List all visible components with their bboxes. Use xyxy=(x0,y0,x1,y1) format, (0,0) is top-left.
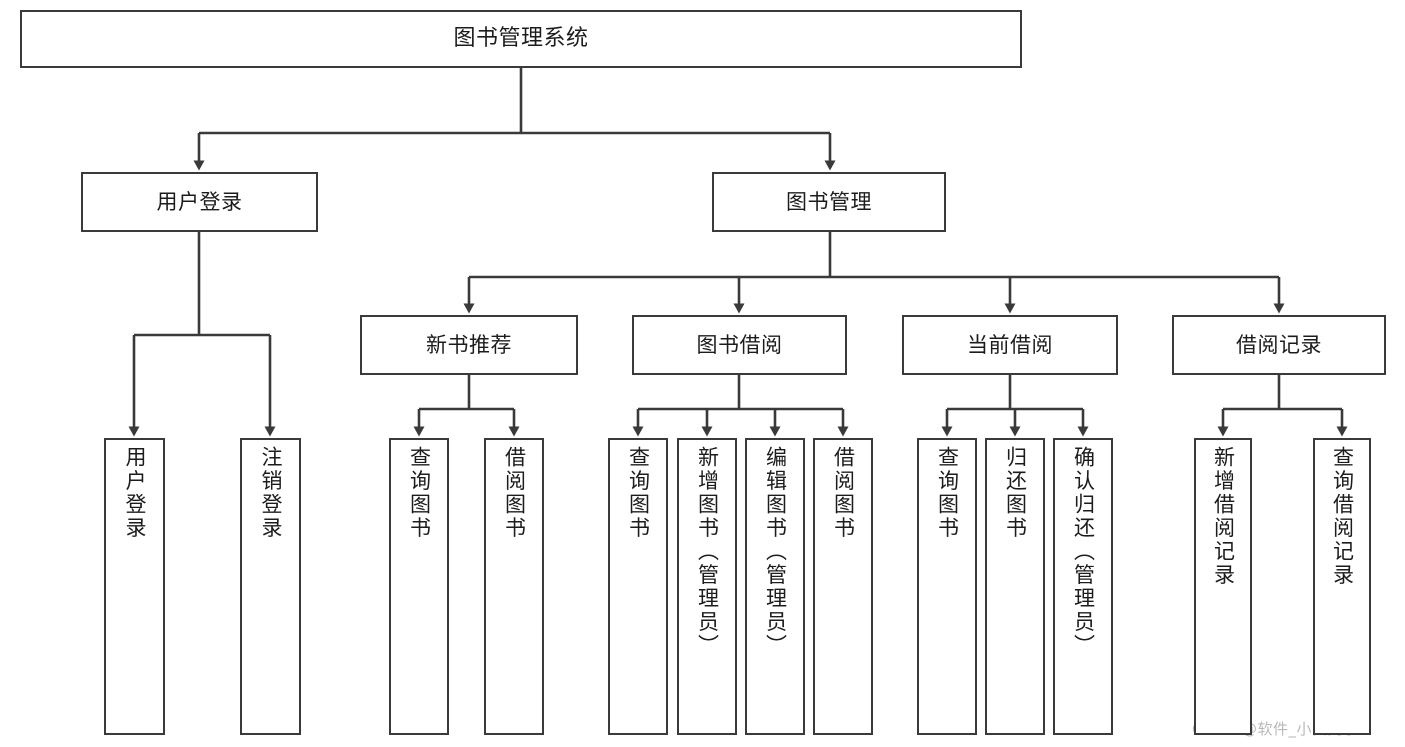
node-current-borrow[interactable]: 当前借阅 xyxy=(902,315,1118,375)
node-label: 编辑图书（管理员） xyxy=(763,446,788,658)
node-label: 图书借阅 xyxy=(696,332,783,357)
node-book-management[interactable]: 图书管理 xyxy=(712,172,946,232)
node-leaf-add-book[interactable]: 新增图书（管理员） xyxy=(677,438,737,735)
node-label: 借阅记录 xyxy=(1236,332,1322,357)
node-leaf-borrow-book-2[interactable]: 借阅图书 xyxy=(813,438,873,735)
node-label: 查询图书 xyxy=(626,446,651,540)
node-new-book-recommend[interactable]: 新书推荐 xyxy=(360,315,578,375)
node-label: 确认归还（管理员） xyxy=(1071,446,1096,658)
node-label: 图书管理 xyxy=(786,189,872,214)
node-leaf-return-book[interactable]: 归还图书 xyxy=(985,438,1045,735)
node-label: 借阅图书 xyxy=(502,446,527,540)
node-label: 用户登录 xyxy=(156,189,243,214)
node-label: 新增借阅记录 xyxy=(1211,446,1236,587)
node-leaf-logout-login[interactable]: 注销登录 xyxy=(240,438,301,735)
node-leaf-query-book-3[interactable]: 查询图书 xyxy=(917,438,977,735)
node-leaf-confirm-return[interactable]: 确认归还（管理员） xyxy=(1053,438,1113,735)
node-label: 查询图书 xyxy=(935,446,960,540)
node-label: 用户登录 xyxy=(123,446,147,540)
node-book-borrow[interactable]: 图书借阅 xyxy=(632,315,847,375)
node-label: 借阅图书 xyxy=(831,446,856,540)
node-label: 归还图书 xyxy=(1003,446,1028,540)
node-label: 当前借阅 xyxy=(967,332,1053,357)
node-label: 查询借阅记录 xyxy=(1330,446,1355,587)
node-label: 注销登录 xyxy=(259,446,283,540)
node-label: 新增图书（管理员） xyxy=(695,446,720,658)
node-leaf-borrow-book-1[interactable]: 借阅图书 xyxy=(484,438,544,735)
node-root-system[interactable]: 图书管理系统 xyxy=(20,10,1022,68)
node-label: 查询图书 xyxy=(407,446,432,540)
node-label: 新书推荐 xyxy=(426,332,512,357)
node-label: 图书管理系统 xyxy=(453,26,589,52)
node-leaf-query-book-2[interactable]: 查询图书 xyxy=(608,438,668,735)
node-leaf-edit-book[interactable]: 编辑图书（管理员） xyxy=(745,438,805,735)
node-user-login[interactable]: 用户登录 xyxy=(81,172,318,232)
node-borrow-record[interactable]: 借阅记录 xyxy=(1172,315,1386,375)
node-leaf-user-login[interactable]: 用户登录 xyxy=(104,438,165,735)
node-leaf-query-book-1[interactable]: 查询图书 xyxy=(389,438,449,735)
node-leaf-add-record[interactable]: 新增借阅记录 xyxy=(1194,438,1252,735)
node-leaf-query-record[interactable]: 查询借阅记录 xyxy=(1313,438,1371,735)
